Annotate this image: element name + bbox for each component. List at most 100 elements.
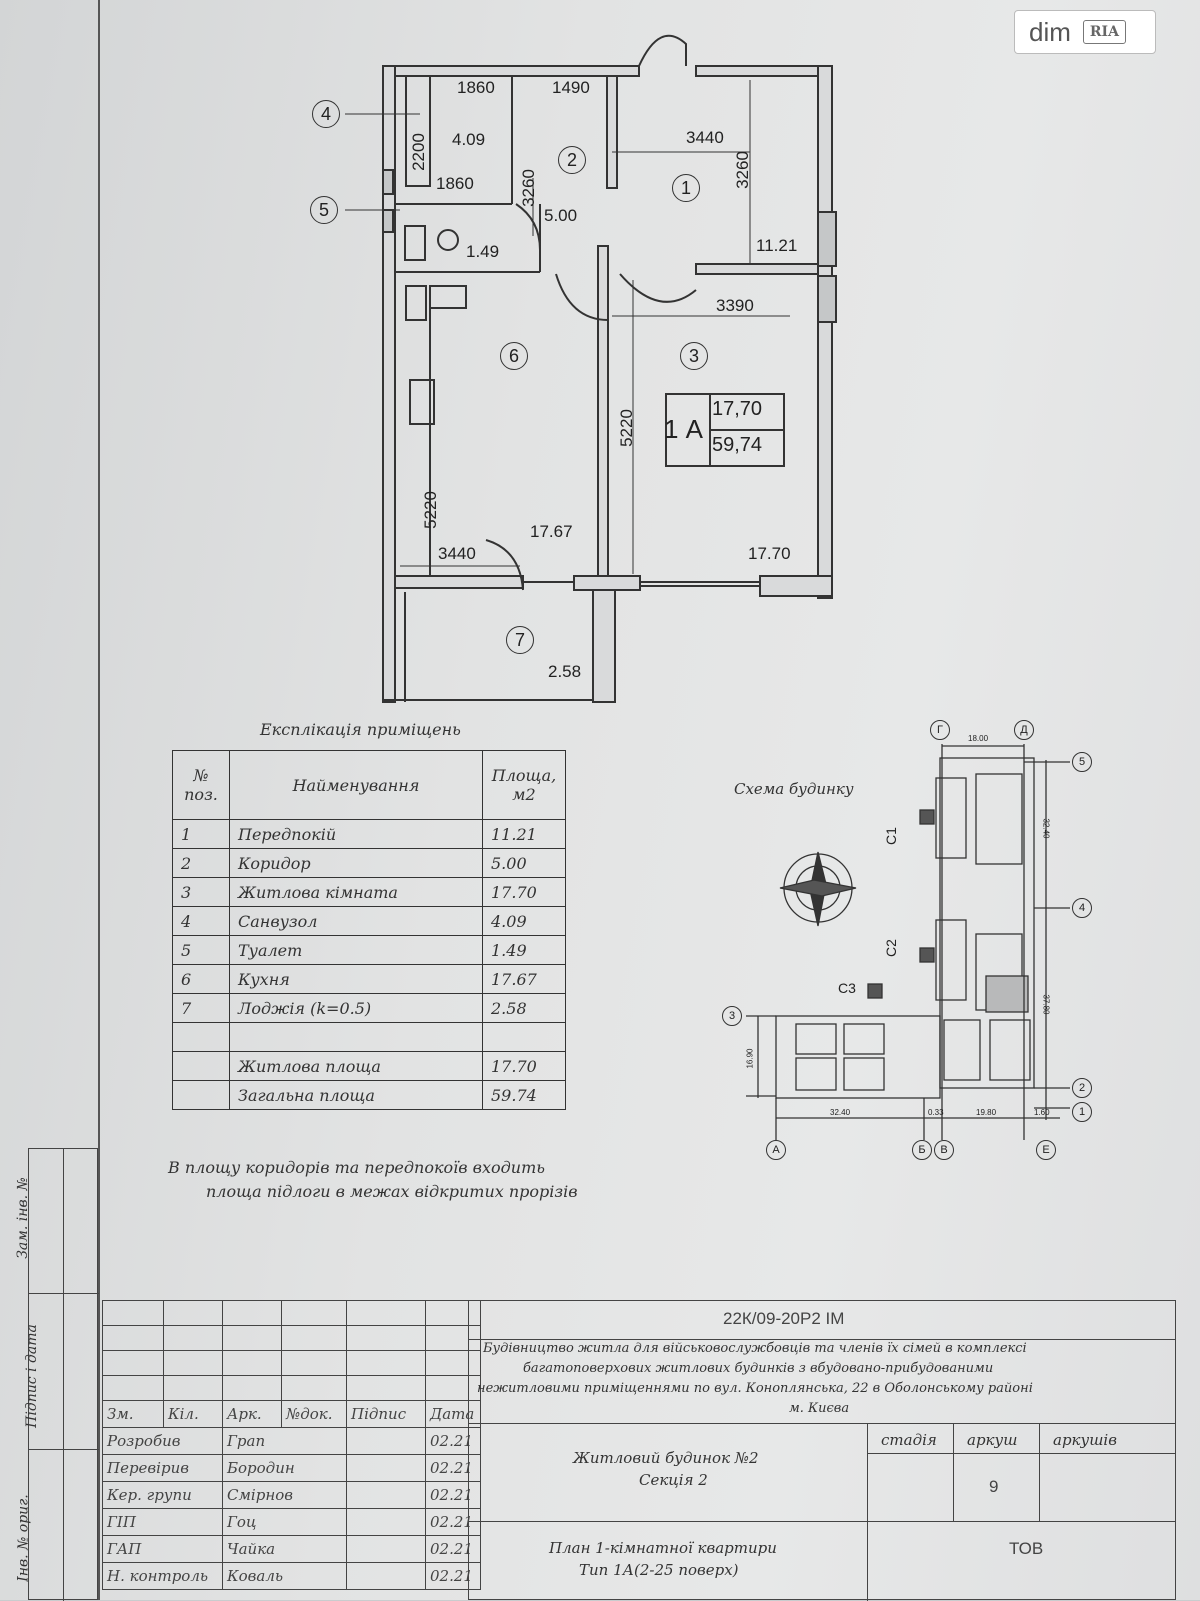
note-line-2: площа підлоги в межах відкритих прорізів — [206, 1182, 578, 1201]
col-area-header: Площа, м2 — [482, 750, 566, 820]
living-area-label: Житлова площа — [229, 1051, 483, 1081]
scheme-dim-32-40-h: 32.40 — [830, 1108, 851, 1117]
logo-badge: RIA — [1082, 20, 1126, 44]
section-c2: C2 — [882, 939, 899, 957]
room-marker-2: 2 — [558, 146, 586, 174]
area-17-70: 17.70 — [748, 544, 791, 563]
title-block-right: 22К/09-20Р2 ІМ Будівництво житла для вій… — [468, 1300, 1176, 1601]
axis-marker-a: А — [766, 1140, 786, 1160]
table-row: 7 Лоджія (k=0.5) 2.58 — [172, 993, 566, 1023]
scheme-dim-18: 18.00 — [968, 734, 989, 743]
scheme-dim-0-33: 0.33 — [928, 1108, 944, 1117]
area-11-21: 11.21 — [756, 236, 798, 255]
building-line-1: Житловий будинок №2 — [573, 1449, 759, 1467]
scheme-dim-19-80: 19.80 — [976, 1108, 997, 1117]
dim-1490: 1490 — [552, 78, 590, 97]
area-17-67: 17.67 — [530, 522, 573, 541]
person-role: Кер. групи — [102, 1481, 223, 1509]
area-2-58: 2.58 — [548, 662, 582, 681]
person-signature — [346, 1454, 426, 1482]
table-row: 3 Житлова кімната 17.70 — [172, 877, 566, 907]
drawing-title-line-2: Тип 1А(2-25 поверх) — [579, 1561, 739, 1579]
total-area-row: Загальна площа 59.74 — [172, 1080, 566, 1110]
person-role: Розробив — [102, 1427, 223, 1455]
person-signature — [346, 1427, 426, 1455]
col-doc: №док. — [281, 1400, 347, 1428]
table-row: 6 Кухня 17.67 — [172, 964, 566, 994]
apartment-living-area: 17,70 — [712, 398, 763, 420]
living-area-value: 17.70 — [482, 1051, 566, 1081]
person-row: ГАП Чайка 02.21 — [102, 1535, 481, 1563]
axis-marker-2: 2 — [1072, 1078, 1092, 1098]
axis-marker-3: 3 — [722, 1006, 742, 1026]
axis-marker-g: Г — [930, 720, 950, 740]
dim-3390: 3390 — [716, 296, 754, 315]
row-area: 1.49 — [482, 935, 566, 965]
area-1-49: 1.49 — [466, 242, 500, 261]
room-marker-1: 1 — [672, 174, 700, 202]
row-name — [229, 1022, 483, 1052]
title-columns-row: Зм. Кіл. Арк. №док. Підпис Дата — [102, 1400, 481, 1428]
explication-table: № поз. Найменування Площа, м2 1 Передпок… — [172, 750, 566, 1110]
section-c1: C1 — [882, 827, 899, 845]
person-role: ГІП — [102, 1508, 223, 1536]
table-row: 5 Туалет 1.49 — [172, 935, 566, 965]
company-name: ТОВ — [1009, 1539, 1044, 1558]
col-change: Зм. — [102, 1400, 164, 1428]
room-marker-3: 3 — [680, 342, 708, 370]
title-grid-left: Зм. Кіл. Арк. №док. Підпис Дата Розробив… — [102, 1300, 481, 1590]
person-date: 02.21 — [425, 1562, 481, 1590]
row-name: Туалет — [229, 935, 483, 965]
row-name: Санвузол — [229, 906, 483, 936]
axis-marker-1: 1 — [1072, 1102, 1092, 1122]
room-marker-6: 6 — [500, 342, 528, 370]
sheets-label: аркушів — [1053, 1431, 1117, 1449]
table-row: 1 Передпокій 11.21 — [172, 819, 566, 849]
table-row-empty — [172, 1022, 566, 1052]
person-signature — [346, 1508, 426, 1536]
area-4-09: 4.09 — [452, 130, 486, 149]
row-num: 3 — [172, 877, 230, 907]
dimria-logo[interactable]: dim RIA — [1014, 10, 1156, 54]
row-num — [172, 1080, 230, 1110]
person-name: Смірнов — [222, 1481, 347, 1509]
person-row: Розробив Грап 02.21 — [102, 1427, 481, 1455]
row-name: Кухня — [229, 964, 483, 994]
person-date: 02.21 — [425, 1508, 481, 1536]
axis-marker-v: В — [934, 1140, 954, 1160]
area-5-00: 5.00 — [544, 206, 578, 225]
section-c3: C3 — [838, 980, 856, 996]
person-signature — [346, 1562, 426, 1590]
table-row: 2 Коридор 5.00 — [172, 848, 566, 878]
drawing-title-line-1: План 1-кімнатної квартири — [549, 1539, 777, 1557]
col-signature: Підпис — [346, 1400, 426, 1428]
apartment-total-area: 59,74 — [712, 434, 763, 456]
building-scheme — [746, 744, 1070, 1140]
scheme-dim-32-40-v: 32.40 — [1041, 818, 1051, 839]
side-label-replacement: Зам. інв. № — [14, 1177, 31, 1259]
person-row: ГІП Гоц 02.21 — [102, 1508, 481, 1536]
scheme-title: Схема будинку — [734, 780, 854, 798]
row-num: 7 — [172, 993, 230, 1023]
note-line-1: В площу коридорів та передпокоїв входить — [168, 1158, 545, 1177]
axis-marker-d: Д — [1014, 720, 1034, 740]
logo-brand: dim — [1029, 16, 1071, 47]
person-name: Грап — [222, 1427, 347, 1455]
sheet-label: аркуш — [967, 1431, 1018, 1449]
person-signature — [346, 1535, 426, 1563]
dim-1860-mid: 1860 — [436, 174, 474, 193]
scheme-dim-37-80: 37.80 — [1041, 994, 1051, 1015]
document-code: 22К/09-20Р2 ІМ — [723, 1309, 845, 1328]
axis-marker-b: Б — [912, 1140, 932, 1160]
person-signature — [346, 1481, 426, 1509]
row-area — [482, 1022, 566, 1052]
sheet-number: 9 — [989, 1477, 999, 1496]
col-qty: Кіл. — [163, 1400, 223, 1428]
row-area: 5.00 — [482, 848, 566, 878]
floor-plan — [345, 34, 837, 703]
building-line-2: Секція 2 — [639, 1471, 708, 1489]
frame-left-line — [98, 0, 100, 1600]
person-row: Кер. групи Смірнов 02.21 — [102, 1481, 481, 1509]
person-row: Перевірив Бородин 02.21 — [102, 1454, 481, 1482]
